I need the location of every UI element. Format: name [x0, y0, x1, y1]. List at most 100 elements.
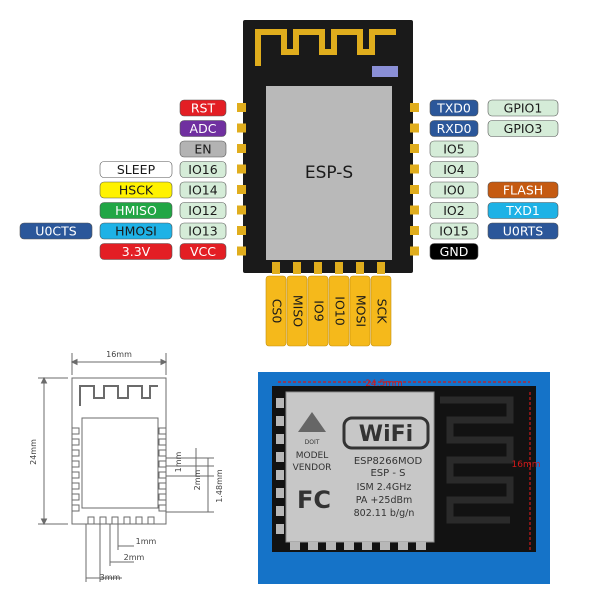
module-photo: 24.5mm 16mm DOIT MODEL VENDOR FC WiFi ES…	[258, 372, 550, 584]
std-label: 802.11 b/g/n	[354, 508, 415, 519]
left-pin-io12-text: IO12	[188, 203, 217, 218]
left-pin-io14: IO14	[179, 181, 227, 199]
bottom-pin-text: IO9	[312, 300, 327, 322]
left-func-hsck: HSCK	[99, 181, 173, 199]
left-func-hmiso-text: HMISO	[115, 203, 157, 218]
right-pin-io4: IO4	[429, 161, 479, 178]
left-func-u0cts: U0CTS	[19, 222, 93, 240]
esp-label: ESP - S	[370, 468, 405, 479]
bottom-pin-sck: SCK	[370, 262, 392, 347]
right-func-gpio1-text: GPIO1	[504, 101, 543, 116]
left-pad	[237, 246, 246, 256]
bottom-pin-text: CS0	[270, 299, 285, 324]
dim-label-4: 1mm	[136, 537, 157, 546]
chip-shield	[266, 86, 392, 260]
dim-label-1: 1mm	[174, 451, 183, 472]
bottom-pin-text: MISO	[291, 295, 306, 327]
left-pin-io16-text: IO16	[188, 162, 217, 177]
shield-print: DOIT MODEL VENDOR FC WiFi ESP8266MOD ESP…	[293, 412, 430, 519]
left-pin-adc: ADC	[179, 120, 227, 137]
bottom-pin-text: MOSI	[354, 295, 369, 327]
right-pin-io0: IO0	[429, 181, 479, 199]
right-pad	[410, 246, 419, 256]
left-pin-rst-text: RST	[191, 101, 216, 116]
right-pin-io0-text: IO0	[443, 183, 465, 198]
bottom-pin-io9: IO9	[307, 262, 329, 347]
right-pin-io15-text: IO15	[439, 224, 468, 239]
right-pin-io2: IO2	[429, 202, 479, 219]
left-func-sleep: SLEEP	[99, 161, 173, 178]
left-pad	[237, 144, 246, 153]
photo-width-label: 24.5mm	[365, 379, 403, 389]
right-func-gpio3: GPIO3	[487, 120, 559, 137]
left-func-u0cts-text: U0CTS	[35, 224, 76, 239]
right-pad	[410, 103, 419, 112]
doit-logo-icon	[298, 412, 326, 432]
left-pad	[237, 185, 246, 194]
photo-dim-lines	[278, 381, 531, 550]
photo-antenna-icon	[440, 396, 514, 524]
right-pin-gnd: GND	[429, 243, 479, 260]
right-pin-io2-text: IO2	[443, 203, 464, 218]
left-func-3.3v: 3.3V	[99, 243, 173, 260]
right-pin-rxd0-text: RXD0	[437, 121, 472, 136]
left-pin-rst: RST	[179, 99, 227, 117]
dim-label-2: 2mm	[193, 469, 202, 490]
doit-label: DOIT	[305, 439, 320, 446]
left-pin-io16: IO16	[179, 161, 227, 178]
drawing-height-label: 24mm	[29, 439, 38, 465]
right-pin-io4-text: IO4	[443, 162, 465, 177]
right-pin-gnd-text: GND	[440, 244, 469, 259]
chip-marker	[372, 66, 398, 77]
vendor-label: VENDOR	[293, 463, 332, 473]
right-pad	[410, 226, 419, 235]
right-pin-io15: IO15	[429, 222, 479, 240]
left-func-3.3v-text: 3.3V	[122, 244, 151, 259]
bottom-pin-text: SCK	[375, 299, 390, 325]
right-func-flash: FLASH	[487, 181, 559, 199]
wifi-logo-frame	[342, 416, 430, 450]
right-func-gpio1: GPIO1	[487, 99, 559, 117]
right-pin-txd0: TXD0	[429, 99, 479, 117]
right-pin-txd0-text: TXD0	[436, 101, 471, 116]
left-pin-en-text: EN	[194, 142, 211, 157]
left-pin-vcc: VCC	[179, 243, 227, 260]
right-pad	[410, 185, 419, 194]
mechanical-drawing	[38, 353, 214, 582]
wifi-logo: WiFi	[359, 422, 413, 447]
left-pin-en: EN	[179, 140, 227, 158]
bottom-pin-io10: IO10	[328, 262, 350, 347]
fc-logo: FC	[297, 486, 331, 514]
right-func-txd1: TXD1	[487, 202, 559, 219]
left-pin-io12: IO12	[179, 202, 227, 219]
left-pad	[237, 123, 246, 133]
left-pad	[237, 226, 246, 235]
right-pin-io5-text: IO5	[443, 142, 464, 157]
right-pin-rxd0: RXD0	[429, 120, 479, 137]
left-func-hsck-text: HSCK	[119, 183, 154, 198]
right-func-u0rts-text: U0RTS	[503, 224, 544, 239]
bottom-pin-miso: MISO	[286, 262, 308, 347]
left-pin-io13: IO13	[179, 222, 227, 240]
right-pad	[410, 123, 419, 133]
right-func-gpio3-text: GPIO3	[504, 121, 543, 136]
module-label: ESP8266MOD	[354, 456, 423, 467]
left-pin-group: RSTADCENIO16SLEEPIO14HSCKIO12HMISOIO13HM…	[19, 99, 246, 260]
dim-label-5: 2mm	[124, 553, 145, 562]
ism-label: ISM 2.4GHz	[357, 482, 412, 493]
chip-label: ESP-S	[305, 163, 353, 183]
model-label: MODEL	[296, 451, 328, 461]
right-func-u0rts: U0RTS	[487, 222, 559, 240]
left-func-hmiso: HMISO	[99, 202, 173, 219]
bottom-pin-cs0: CS0	[265, 262, 287, 347]
left-pin-adc-text: ADC	[190, 121, 217, 136]
drawing-labels: 16mm 24mm 1mm 2mm 1.48mm 1mm 2mm 3mm	[29, 350, 224, 582]
right-pad	[410, 205, 419, 215]
pa-label: PA +25dBm	[356, 495, 413, 506]
dim-label-3: 1.48mm	[215, 469, 224, 503]
antenna-trace-icon	[255, 29, 396, 66]
